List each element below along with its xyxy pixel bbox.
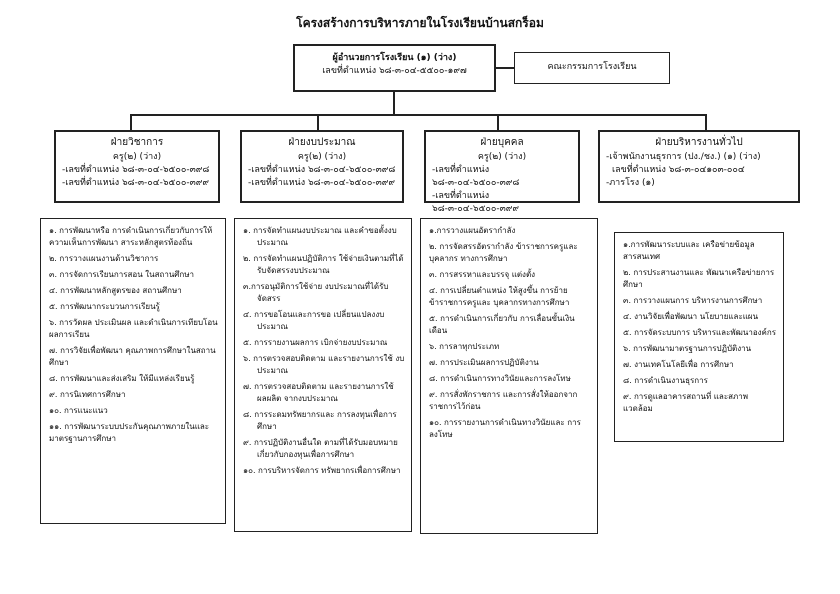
connector-dept4: [705, 114, 707, 130]
director-position-number: เลขที่ตำแหน่ง ๖๘-๓-๐๔-๕๕๐๐-๑๙๗: [322, 66, 467, 76]
list-item: ๙. การสั่งพักราชการ และการสั่งให้ออกจากร…: [429, 390, 578, 411]
dept-name: ฝ่ายวิชาการ: [110, 137, 164, 148]
director-title: ผู้อำนวยการโรงเรียน (๑) (ว่าง): [332, 53, 457, 63]
dept-academic-header: ฝ่ายวิชาการ ครู(๒) (ว่าง) -เลขที่ตำแหน่ง…: [54, 130, 220, 203]
dept-name: ฝ่ายบุคคล: [480, 137, 524, 148]
connector-director-committee: [496, 67, 514, 69]
dept-position-number: -เลขที่ตำแหน่ง ๖๘-๓-๐๔-๖๕๐๐-๓๙๙: [62, 178, 209, 188]
list-item: ๑๐. การรายงานการดำเนินทางวินัยและ การลงโ…: [429, 418, 581, 439]
dept-name: ฝ่ายบริหารงานทั่วไป: [655, 137, 743, 148]
dept-staff: ครู(๒) (ว่าง): [477, 152, 527, 162]
director-box: ผู้อำนวยการโรงเรียน (๑) (ว่าง) เลขที่ตำแ…: [293, 44, 496, 92]
dept-personnel-header: ฝ่ายบุคคล ครู(๒) (ว่าง) -เลขที่ตำแหน่ง ๖…: [424, 130, 580, 214]
committee-box: คณะกรรมการโรงเรียน: [514, 52, 670, 84]
dept-budget-header: ฝ่ายงบประมาณ ครู(๒) (ว่าง) -เลขที่ตำแหน่…: [240, 130, 404, 203]
dept-personnel-tasks: ๑.การวางแผนอัตรากำลัง ๒. การจัดสรรอัตราก…: [420, 218, 598, 534]
list-item: ๘. การพัฒนาและส่งเสริม ให้มีแหล่งเรียนรู…: [49, 374, 195, 383]
list-item: ๒. การจัดทำแผนปฏิบัติการ ใช้จ่ายเงินตามท…: [243, 254, 404, 275]
list-item: ๓. การจัดการเรียนการสอน ในสถานศึกษา: [49, 270, 194, 279]
list-item: ๙. การดูแลอาคารสถานที่ และสภาพแวดล้อม: [623, 392, 749, 413]
list-item: ๙. การนิเทศการศึกษา: [49, 390, 126, 399]
dept-position-number: -เลขที่ตำแหน่ง ๖๘-๓-๐๔-๖๕๐๐-๓๙๙: [432, 191, 519, 214]
dept-staff: ครู(๒) (ว่าง): [112, 152, 162, 162]
list-item: ๓. การสรรหาและบรรจุ แต่งตั้ง: [429, 270, 536, 279]
list-item: ๔. การขอโอนและการขอ เปลี่ยนแปลงงบประมาณ: [243, 310, 385, 331]
list-item: ๒. การจัดสรรอัตรากำลัง ข้าราชการครูและบุ…: [429, 242, 578, 263]
list-item: ๘. การดำเนินการทางวินัยและการลงโทษ: [429, 374, 571, 383]
connector-dept2: [317, 114, 319, 130]
list-item: ๕. การดำเนินการเกี่ยวกับ การเลื่อนขั้นเง…: [429, 314, 575, 335]
dept-position-number: เลขที่ตำแหน่ง ๖๘-๓-๐๔๑๐๓-๐๐๔: [612, 165, 745, 175]
list-item: ๑๑. การพัฒนาระบบประกันคุณภาพภายในและ มาต…: [49, 422, 210, 443]
dept-staff: -ภารโรง (๑): [606, 178, 655, 188]
list-item: ๗. การวิจัยเพื่อพัฒนา คุณภาพการศึกษาในสถ…: [49, 346, 216, 367]
connector-horizontal-bar: [130, 114, 706, 116]
dept-name: ฝ่ายงบประมาณ: [288, 137, 356, 148]
list-item: ๘. การระดมทรัพยากรและ การลงทุนเพื่อการศึ…: [243, 410, 397, 431]
list-item: ๑. การจัดทำแผนงบประมาณ และคำขอตั้งงบประม…: [243, 226, 397, 247]
list-item: ๑.การวางแผนอัตรากำลัง: [429, 226, 516, 235]
list-item: ๕. การพัฒนากระบวนการเรียนรู้: [49, 302, 160, 311]
list-item: ๔. งานวิจัยเพื่อพัฒนา นโยบายและแผน: [623, 312, 759, 321]
list-item: ๔. การพัฒนาหลักสูตรของ สถานศึกษา: [49, 286, 182, 295]
list-item: ๘. การดำเนินงานธุรการ: [623, 376, 708, 385]
list-item: ๕. การจัดระบบการ บริหารและพัฒนาองค์กร: [623, 328, 777, 337]
list-item: ๖. การตรวจสอบติดตาม และรายงานการใช้ งบปร…: [243, 354, 405, 375]
list-item: ๑. การพัฒนาหรือ การดำเนินการเกี่ยวกับการ…: [49, 226, 213, 247]
list-item: ๖. การลาทุกประเภท: [429, 342, 500, 351]
list-item: ๒. การประสานงานและ พัฒนาเครือข่ายการศึกษ…: [623, 268, 775, 289]
list-item: ๓.การอนุมัติการใช้จ่าย งบประมาณที่ได้รับ…: [243, 282, 389, 303]
list-item: ๑๐. การแนะแนว: [49, 406, 108, 415]
dept-staff: ครู(๒) (ว่าง): [297, 152, 347, 162]
list-item: ๔. การเปลี่ยนตำแหน่ง ให้สูงขึ้น การย้ายข…: [429, 286, 570, 307]
chart-title: โครงสร้างการบริหารภายในโรงเรียนบ้านสกร็อ…: [296, 16, 544, 30]
list-item: ๕. การรายงานผลการ เบิกจ่ายงบประมาณ: [243, 338, 388, 347]
dept-position-number: -เลขที่ตำแหน่ง ๖๘-๓-๐๔-๖๕๐๐-๓๙๘: [248, 165, 396, 175]
list-item: ๑๐. การบริหารจัดการ ทรัพยากรเพื่อการศึกษ…: [243, 466, 401, 475]
dept-academic-tasks: ๑. การพัฒนาหรือ การดำเนินการเกี่ยวกับการ…: [40, 218, 226, 524]
dept-position-number: -เลขที่ตำแหน่ง ๖๘-๓-๐๔-๖๕๐๐-๓๙๘: [62, 165, 210, 175]
dept-general-header: ฝ่ายบริหารงานทั่วไป -เจ้าพนักงานธุรการ (…: [598, 130, 800, 203]
connector-director-down: [393, 92, 395, 115]
dept-staff: -เจ้าพนักงานธุรการ (ปง./ชง.) (๑) (ว่าง): [606, 152, 761, 162]
list-item: ๗. งานเทคโนโลยีเพื่อ การศึกษา: [623, 360, 734, 369]
connector-dept1: [130, 114, 132, 130]
committee-label: คณะกรรมการโรงเรียน: [547, 62, 637, 72]
dept-general-tasks: ๑.การพัฒนาระบบและ เครือข่ายข้อมูลสารสนเท…: [614, 232, 784, 442]
list-item: ๖. การวัดผล ประเมินผล และดำเนินการเทียบโ…: [49, 318, 218, 339]
connector-dept3: [497, 114, 499, 130]
list-item: ๒. การวางแผนงานด้านวิชาการ: [49, 254, 159, 263]
list-item: ๙. การปฏิบัติงานอื่นใด ตามที่ได้รับมอบหม…: [243, 438, 398, 459]
dept-position-number: -เลขที่ตำแหน่ง ๖๘-๓-๐๔-๖๕๐๐-๓๙๙: [248, 178, 395, 188]
list-item: ๑.การพัฒนาระบบและ เครือข่ายข้อมูลสารสนเท…: [623, 240, 755, 261]
list-item: ๓. การวางแผนการ บริหารงานการศึกษา: [623, 296, 763, 305]
dept-position-number: -เลขที่ตำแหน่ง ๖๘-๓-๐๔-๖๕๐๐-๓๙๘: [432, 165, 520, 188]
list-item: ๖. การพัฒนามาตรฐานการปฏิบัติงาน: [623, 344, 752, 353]
dept-budget-tasks: ๑. การจัดทำแผนงบประมาณ และคำขอตั้งงบประม…: [234, 218, 412, 532]
list-item: ๗. การประเมินผลการปฏิบัติงาน: [429, 358, 539, 367]
list-item: ๗. การตรวจสอบติดตาม และรายงานการใช้ผลผลิ…: [243, 382, 394, 403]
